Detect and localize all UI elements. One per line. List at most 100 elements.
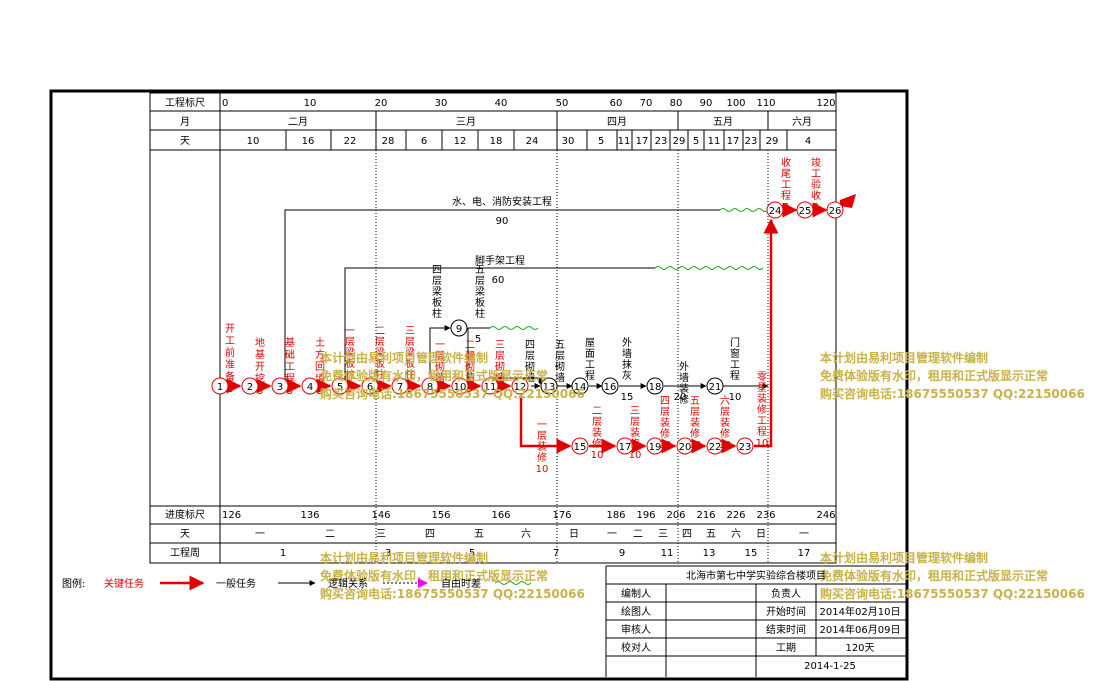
day-label-item: 11 — [708, 136, 721, 147]
node-11: 11 — [481, 377, 499, 395]
free-float — [489, 208, 769, 330]
node-label: 14 — [574, 382, 587, 393]
weekday-item: 五 — [706, 529, 716, 540]
weekday-item: 三 — [376, 529, 386, 540]
watermark-2: 本计划由易利项目管理软件编制 免费体验版有水印，租用和正式版显示正常 购买咨询电… — [820, 350, 1085, 401]
week-item: 3 — [385, 548, 391, 559]
vlabel-f5_slab: 五层梁板柱 — [475, 265, 485, 320]
node-label: 4 — [307, 382, 313, 393]
day-label-item: 29 — [766, 136, 779, 147]
chart-frame — [149, 92, 837, 564]
node-8: 8 — [421, 377, 439, 395]
vlabel-dur: 3 — [257, 386, 263, 397]
vlabel-f3_slab: 三层梁板柱 — [405, 326, 415, 381]
info-end-value: 2014年06月09日 — [820, 623, 901, 636]
project-title: 北海市第七中学实验综合楼项目 — [686, 569, 826, 582]
vlabel-text: 二层梁板柱 — [375, 326, 385, 381]
month-label-item: 三月 — [456, 116, 476, 128]
vlabel-text: 一层梁板柱 — [345, 326, 355, 381]
week-item: 15 — [745, 548, 758, 559]
task-scaffold: 脚手架工程 — [475, 254, 525, 267]
node-6: 6 — [361, 377, 379, 395]
svg-text:购买咨询电话:18675550537 QQ:22150066: 购买咨询电话:18675550537 QQ:22150066 — [320, 586, 585, 601]
node-22: 22 — [706, 437, 724, 455]
node-26: 26 — [826, 201, 844, 219]
week-item: 5 — [469, 548, 475, 559]
progress-tick: 136 — [300, 510, 319, 521]
day-label-item: 11 — [618, 136, 631, 147]
day-label-item: 17 — [636, 136, 649, 147]
day-label-item: 16 — [302, 136, 315, 147]
svg-text:购买咨询电话:18675550537 QQ:22150066: 购买咨询电话:18675550537 QQ:22150066 — [820, 586, 1085, 601]
node-label: 3 — [277, 382, 283, 393]
vlabel-dur: 10 — [689, 440, 702, 451]
info-drawer: 绘图人 — [621, 605, 651, 618]
node-21: 21 — [706, 377, 724, 395]
node-16: 16 — [601, 377, 619, 395]
vlabel-text: 四层梁板柱 — [432, 265, 442, 320]
task-ext-plaster-dur: 15 — [621, 392, 634, 403]
info-date: 2014-1-25 — [804, 661, 856, 672]
task-labels: 水、电、消防安装工程 90 脚手架工程 60 15 20 10 5 — [452, 195, 741, 403]
day-label-item: 4 — [805, 136, 811, 147]
month-labels: 二月三月四月五月六月 — [288, 116, 812, 128]
vlabel-ext_finish: 外墙装修 — [679, 361, 689, 406]
weekday-item: 一 — [255, 529, 265, 540]
svg-text:购买咨询电话:18675550537 QQ:22150066: 购买咨询电话:18675550537 QQ:22150066 — [820, 386, 1085, 401]
vlabel-f1_slab: 一层梁板柱 — [345, 326, 355, 381]
watermark-3: 本计划由易利项目管理软件编制 免费体验版有水印，租用和正式版显示正常 购买咨询电… — [320, 550, 585, 601]
vlabel-f2_slab: 二层梁板柱 — [375, 326, 385, 381]
info-end-label: 结束时间 — [766, 623, 806, 636]
node-3: 3 — [271, 377, 289, 395]
node-label: 7 — [397, 382, 403, 393]
vlabel-text: 零星装修工程 — [757, 371, 767, 438]
vlabel-text: 五层砌墙 — [555, 340, 565, 384]
day-label-item: 10 — [247, 136, 260, 147]
progress-tick: 216 — [696, 510, 715, 521]
day-label-item: 5 — [598, 136, 604, 147]
task-ext-finish-dur: 20 — [674, 392, 687, 403]
info-responsible: 负责人 — [771, 587, 801, 600]
node-label: 11 — [484, 382, 497, 393]
svg-text:免费体验版有水印，租用和正式版显示正常: 免费体验版有水印，租用和正式版显示正常 — [820, 368, 1048, 383]
vlabel-dur: 10 — [756, 438, 769, 449]
scale-tick: 80 — [670, 98, 683, 109]
node-2: 2 — [241, 377, 259, 395]
svg-text:免费体验版有水印，租用和正式版显示正常: 免费体验版有水印，租用和正式版显示正常 — [320, 568, 548, 583]
legend-title: 图例: — [62, 577, 85, 590]
vlabel-f5_wall: 五层砌墙 — [555, 340, 565, 384]
weekday-item: 四 — [682, 529, 692, 540]
vlabel-dur: 2 — [813, 202, 819, 213]
node-12: 12 — [511, 377, 529, 395]
day-label-item: 18 — [490, 136, 503, 147]
node-label: 22 — [709, 442, 722, 453]
week-item: 7 — [553, 548, 559, 559]
critical-arrows — [226, 202, 828, 454]
day-label-item: 5 — [693, 136, 699, 147]
vlabel-text: 开工前准备 — [225, 324, 235, 383]
node-label: 23 — [739, 442, 752, 453]
scale-tick: 70 — [640, 98, 653, 109]
vlabel-dur: 10 — [591, 450, 604, 461]
vlabel-text: 竣工验收 — [811, 156, 821, 202]
vlabel-text: 外墙装修 — [679, 361, 689, 406]
day-label-item: 6 — [421, 136, 427, 147]
vlabel-text: 外墙抹灰 — [622, 337, 632, 382]
node-label: 20 — [679, 442, 692, 453]
vlabel-text: 四层装修 — [660, 396, 670, 440]
svg-text:本计划由易利项目管理软件编制: 本计划由易利项目管理软件编制 — [820, 550, 988, 565]
month-label: 月 — [180, 116, 190, 128]
day-label-item: 30 — [562, 136, 575, 147]
node-18: 18 — [646, 377, 664, 395]
vlabel-f4_wall: 四层砌墙 — [525, 340, 535, 384]
node-24: 24 — [766, 201, 784, 219]
